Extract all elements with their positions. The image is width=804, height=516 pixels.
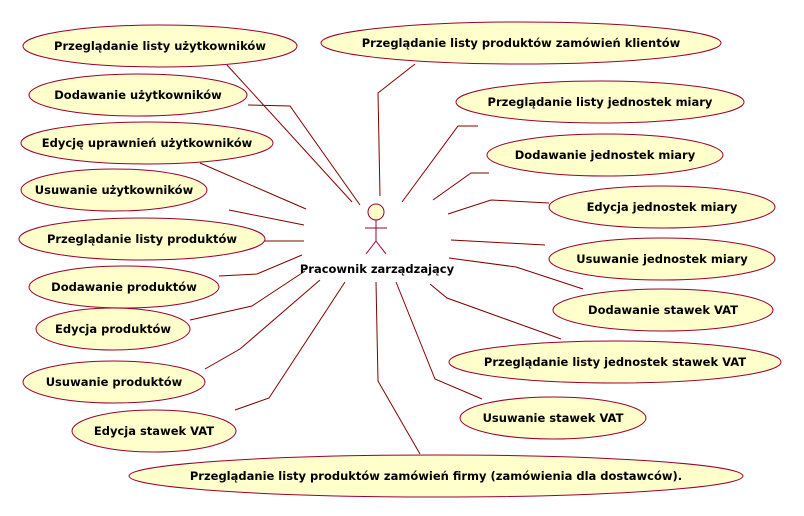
association-line-uc2 <box>247 104 361 206</box>
actor-head <box>367 203 385 221</box>
use-case-uc2[interactable]: Dodawanie użytkowników <box>28 73 248 117</box>
association-line-uc6 <box>218 254 303 277</box>
use-case-ellipse[interactable] <box>320 21 722 65</box>
use-case-label: Edycja produktów <box>55 322 171 336</box>
use-case-ellipse[interactable] <box>28 73 248 117</box>
association-line-uc18 <box>375 281 421 455</box>
use-case-uc1[interactable]: Przeglądanie listy użytkowników <box>22 24 298 68</box>
use-case-label: Przeglądanie listy produktów zamówień fi… <box>190 469 682 483</box>
use-case-uc6[interactable]: Dodawanie produktów <box>28 265 220 309</box>
association-line-uc7 <box>189 270 306 321</box>
use-case-uc7[interactable]: Edycja produktów <box>35 307 191 351</box>
use-case-ellipse[interactable] <box>548 185 776 229</box>
association-line-uc13 <box>447 199 550 215</box>
use-case-uc11[interactable]: Przeglądanie listy jednostek miary <box>455 80 745 124</box>
use-case-label: Usuwanie jednostek miary <box>576 252 748 266</box>
use-case-label: Usuwanie stawek VAT <box>483 411 624 425</box>
actor-right-leg <box>375 240 387 255</box>
association-line-uc10 <box>377 63 416 197</box>
use-case-uc16[interactable]: Przeglądanie listy jednostek stawek VAT <box>448 340 782 384</box>
use-case-label: Przeglądanie listy jednostek stawek VAT <box>484 355 746 369</box>
use-case-uc18[interactable]: Przeglądanie listy produktów zamówień fi… <box>128 454 744 498</box>
association-line-uc15 <box>448 257 584 290</box>
use-case-label: Przeglądanie listy użytkowników <box>54 39 266 53</box>
use-case-uc3[interactable]: Edycję uprawnień użytkowników <box>20 121 274 165</box>
use-case-uc14[interactable]: Usuwanie jednostek miary <box>548 237 776 281</box>
association-line-uc9 <box>234 281 346 411</box>
association-lines <box>189 63 584 455</box>
use-case-label: Dodawanie użytkowników <box>54 88 222 102</box>
use-case-ellipse[interactable] <box>552 288 774 332</box>
use-case-label: Edycję uprawnień użytkowników <box>42 136 253 150</box>
use-case-ellipse[interactable] <box>18 217 266 261</box>
use-case-label: Edycja stawek VAT <box>94 424 214 438</box>
use-case-ellipse[interactable] <box>455 80 745 124</box>
use-case-label: Edycja jednostek miary <box>587 200 738 214</box>
use-case-label: Przeglądanie listy produktów <box>47 232 237 246</box>
use-case-ellipse[interactable] <box>459 396 647 440</box>
use-case-uc9[interactable]: Edycja stawek VAT <box>71 409 237 453</box>
use-case-uc4[interactable]: Usuwanie użytkowników <box>20 168 208 212</box>
actor-label: Pracownik zarządzający <box>300 262 455 276</box>
use-case-uc8[interactable]: Usuwanie produktów <box>22 360 206 404</box>
use-case-label: Przeglądanie listy produktów zamówień kl… <box>362 36 681 50</box>
use-case-uc15[interactable]: Dodawanie stawek VAT <box>552 288 774 332</box>
use-case-uc13[interactable]: Edycja jednostek miary <box>548 185 776 229</box>
use-case-uc12[interactable]: Dodawanie jednostek miary <box>486 133 724 177</box>
association-line-uc11 <box>401 125 478 203</box>
use-case-ellipse[interactable] <box>448 340 782 384</box>
use-case-ellipse[interactable] <box>22 360 206 404</box>
use-case-uc5[interactable]: Przeglądanie listy produktów <box>18 217 266 261</box>
actor-left-leg <box>365 240 377 255</box>
association-line-uc14 <box>450 239 546 246</box>
use-cases: Przeglądanie listy użytkownikówDodawanie… <box>18 21 782 498</box>
association-line-uc1 <box>226 64 353 203</box>
use-case-ellipse[interactable] <box>548 237 776 281</box>
use-case-label: Dodawanie jednostek miary <box>515 148 696 162</box>
use-case-ellipse[interactable] <box>128 454 744 498</box>
use-case-label: Usuwanie produktów <box>46 375 183 389</box>
use-case-uc17[interactable]: Usuwanie stawek VAT <box>459 396 647 440</box>
use-case-ellipse[interactable] <box>71 409 237 453</box>
use-case-uc10[interactable]: Przeglądanie listy produktów zamówień kl… <box>320 21 722 65</box>
actor-figure <box>365 203 387 255</box>
association-line-uc12 <box>432 172 489 201</box>
association-line-uc8 <box>204 279 321 370</box>
use-case-label: Przeglądanie listy jednostek miary <box>488 95 713 109</box>
use-case-label: Dodawanie stawek VAT <box>588 303 738 317</box>
use-case-label: Usuwanie użytkowników <box>35 183 194 197</box>
association-line-uc3 <box>199 162 307 210</box>
association-line-uc16 <box>429 283 562 340</box>
use-case-ellipse[interactable] <box>20 121 274 165</box>
use-case-ellipse[interactable] <box>486 133 724 177</box>
association-line-uc4 <box>228 209 305 226</box>
use-case-ellipse[interactable] <box>35 307 191 351</box>
use-case-ellipse[interactable] <box>20 168 208 212</box>
use-case-label: Dodawanie produktów <box>51 280 197 294</box>
use-case-ellipse[interactable] <box>22 24 298 68</box>
association-line-uc17 <box>395 281 483 400</box>
